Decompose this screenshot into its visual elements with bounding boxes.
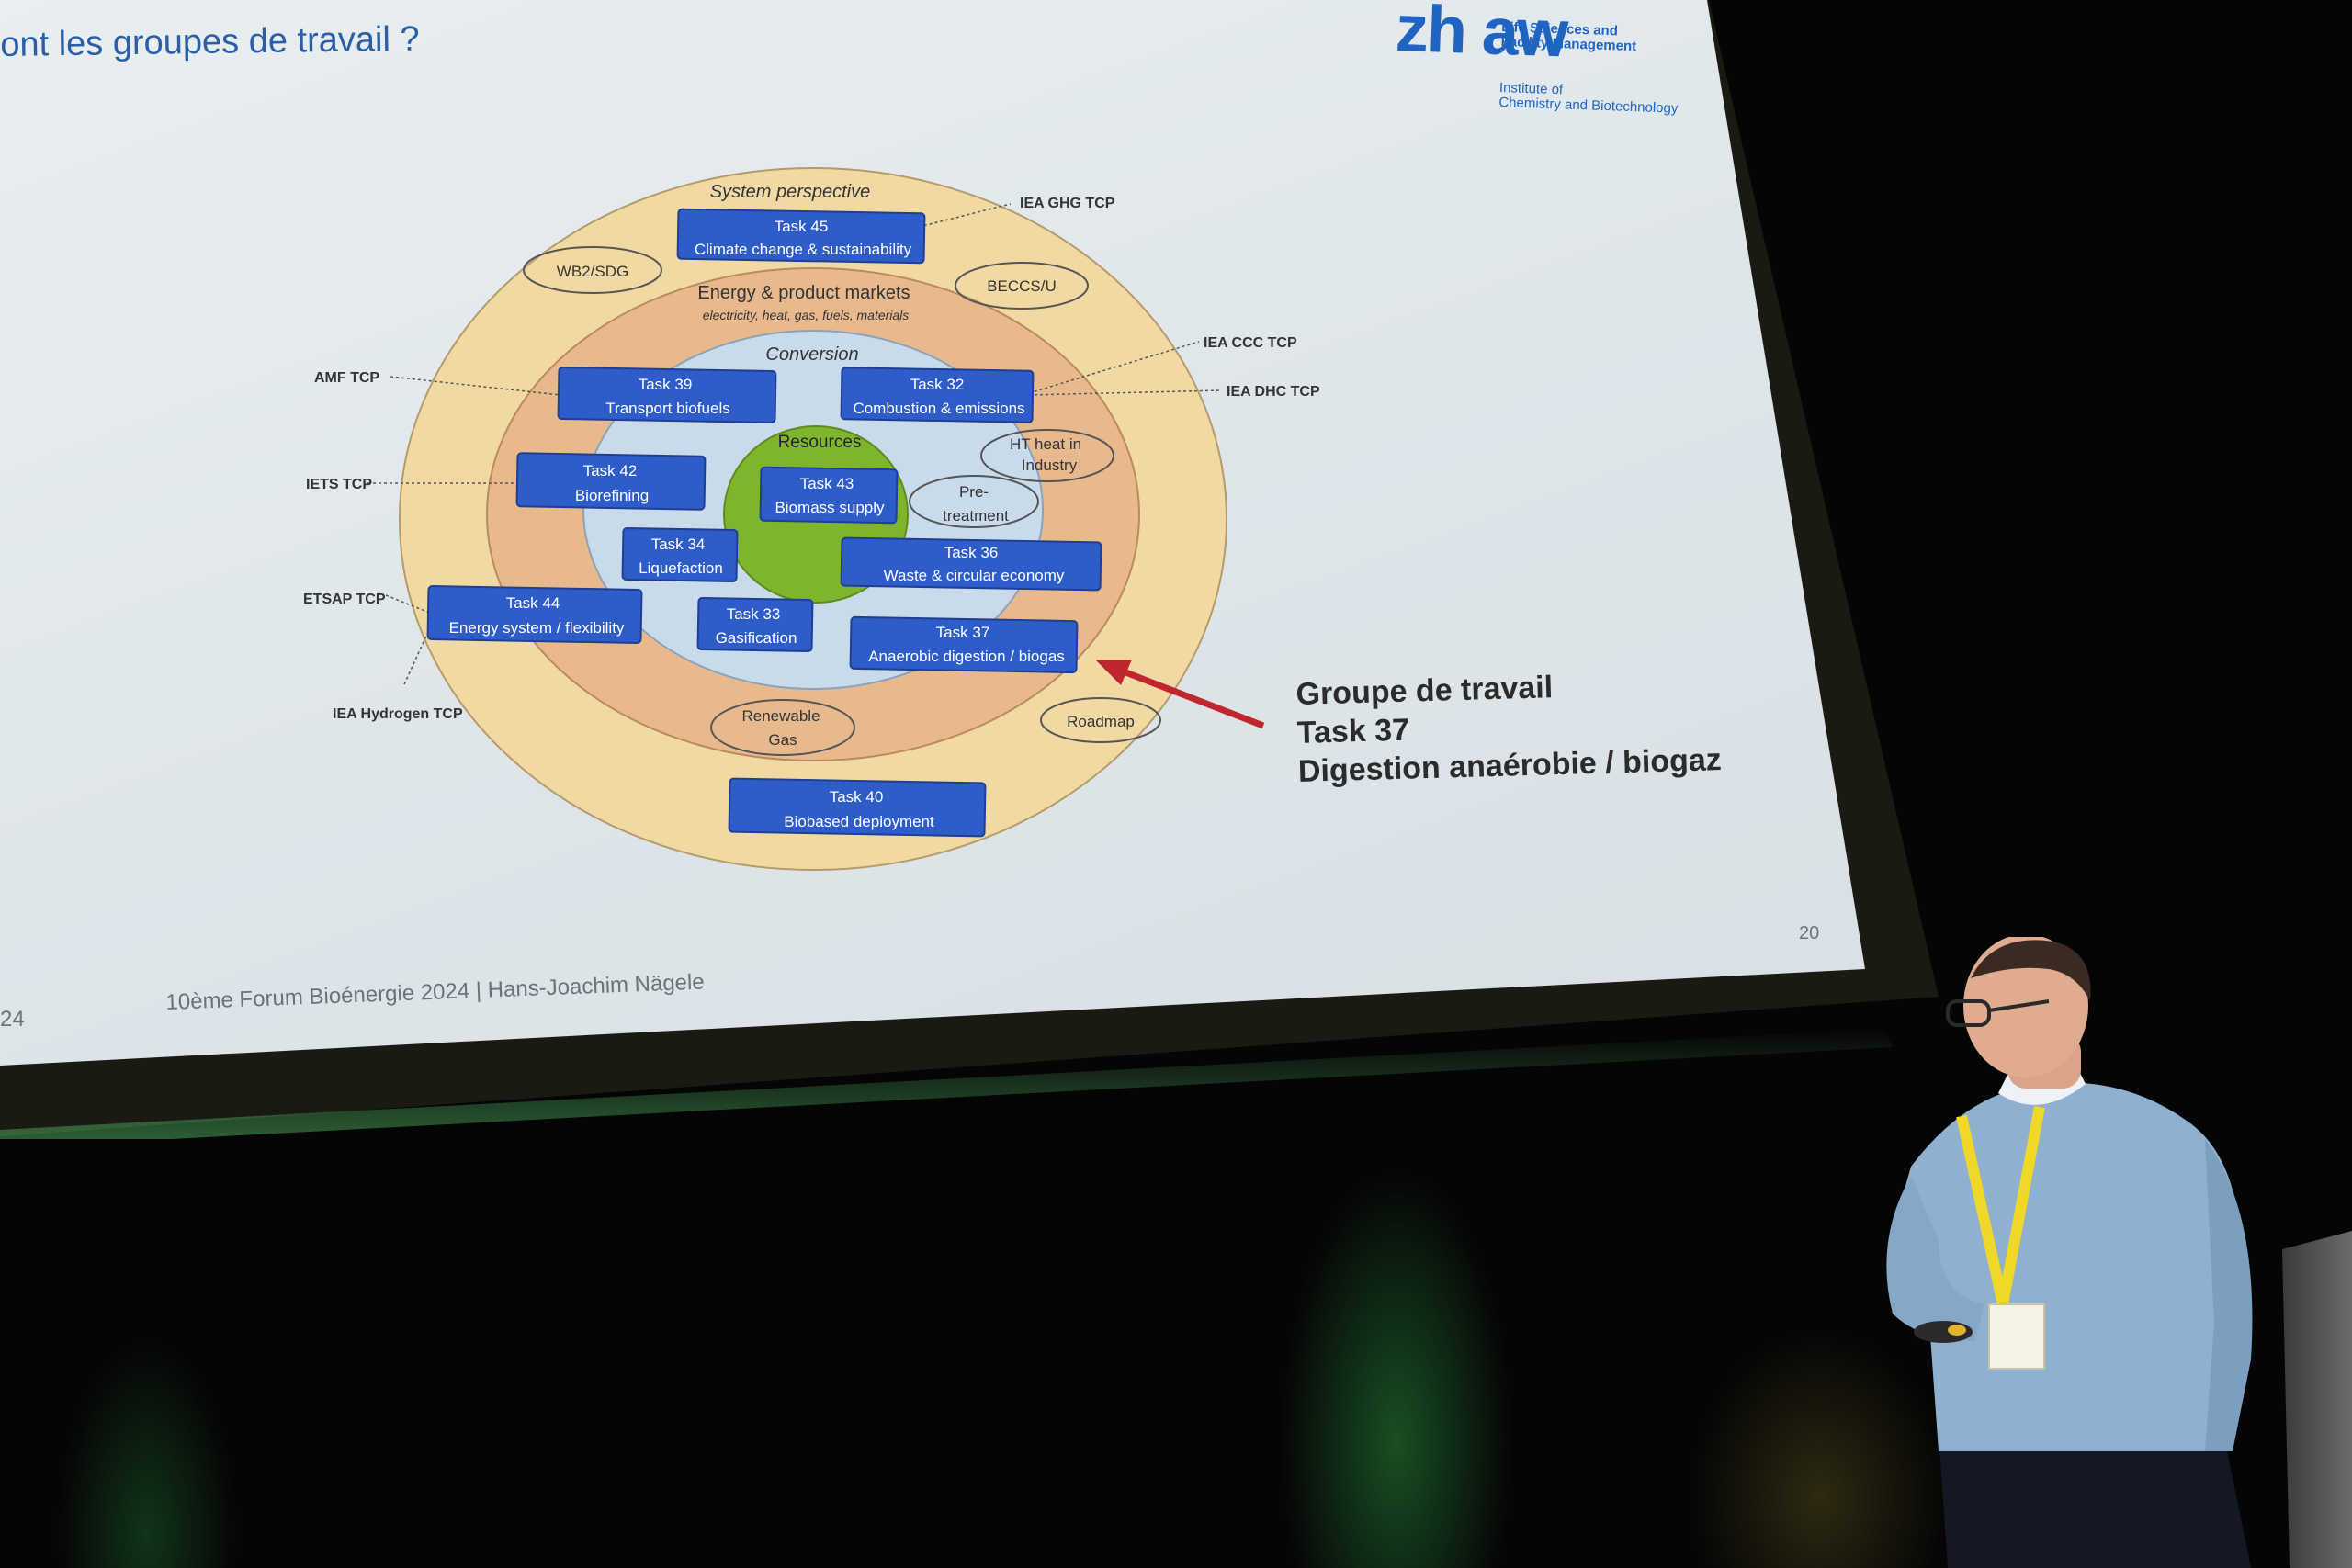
svg-text:Waste & circular economy: Waste & circular economy xyxy=(884,567,1065,584)
svg-text:HT heat in: HT heat in xyxy=(1010,435,1081,453)
label-resources: Resources xyxy=(778,433,862,452)
task-box-45: Task 45 Climate change & sustainability xyxy=(676,208,926,265)
oval-roadmap: Roadmap xyxy=(1040,697,1161,743)
svg-text:Task 43: Task 43 xyxy=(800,475,854,492)
task-box-32: Task 32 Combustion & emissions xyxy=(840,367,1035,423)
task-box-33: Task 33 Gasification xyxy=(696,596,814,653)
svg-text:Task 42: Task 42 xyxy=(583,462,638,479)
task37-callout: Groupe de travail Task 37 Digestion anaé… xyxy=(1295,660,1813,791)
svg-text:Biorefining: Biorefining xyxy=(575,487,649,504)
iea-bioenergy-tasks-diagram: System perspective Energy & product mark… xyxy=(303,167,1320,871)
task-box-34: Task 34 Liquefaction xyxy=(621,526,739,583)
tcp-iea-dhc: IEA DHC TCP xyxy=(1227,384,1320,400)
task-box-42: Task 42 Biorefining xyxy=(515,452,707,511)
tcp-iea-ghg: IEA GHG TCP xyxy=(1020,196,1115,211)
svg-text:Biobased deployment: Biobased deployment xyxy=(784,813,934,830)
oval-renewable-gas: Renewable Gas xyxy=(710,699,855,756)
tcp-connectors xyxy=(368,203,1223,685)
svg-text:Energy system / flexibility: Energy system / flexibility xyxy=(449,619,625,637)
svg-text:WB2/SDG: WB2/SDG xyxy=(557,263,628,280)
task-box-40: Task 40 Biobased deployment xyxy=(728,777,987,838)
svg-text:Task 36: Task 36 xyxy=(944,544,999,561)
tcp-iets: IETS TCP xyxy=(306,477,372,492)
svg-text:Pre-: Pre- xyxy=(959,483,989,501)
svg-text:Renewable: Renewable xyxy=(741,707,820,725)
svg-text:Task 32: Task 32 xyxy=(910,376,965,393)
svg-text:Anaerobic digestion / biogas: Anaerobic digestion / biogas xyxy=(868,648,1065,665)
svg-text:treatment: treatment xyxy=(943,507,1009,525)
svg-text:Combustion & emissions: Combustion & emissions xyxy=(853,400,1024,417)
oval-ht-heat-industry: HT heat in Industry xyxy=(980,429,1114,482)
svg-text:Gas: Gas xyxy=(768,731,797,749)
svg-text:Biomass supply: Biomass supply xyxy=(775,499,885,516)
task-box-37: Task 37 Anaerobic digestion / biogas xyxy=(849,615,1079,674)
tcp-iea-hydrogen: IEA Hydrogen TCP xyxy=(333,706,463,722)
label-energy-product-markets: Energy & product markets xyxy=(697,283,910,303)
podium xyxy=(2282,1231,2352,1568)
svg-text:Gasification: Gasification xyxy=(716,629,797,647)
label-system-perspective: System perspective xyxy=(710,182,871,202)
label-markets-sub: electricity, heat, gas, fuels, materials xyxy=(703,308,910,322)
svg-text:Task 39: Task 39 xyxy=(639,376,693,393)
task-box-44: Task 44 Energy system / flexibility xyxy=(426,585,643,644)
slide-number: 20 xyxy=(1799,923,1820,943)
task-box-36: Task 36 Waste & circular economy xyxy=(840,536,1102,592)
pointer-arrow xyxy=(1095,660,1265,729)
slide-footer-fragment: 24 xyxy=(0,1007,25,1032)
presentation-slide: ont les groupes de travail ? zh aw Life … xyxy=(0,0,1865,1066)
svg-text:Task 44: Task 44 xyxy=(506,594,560,612)
svg-text:Task 45: Task 45 xyxy=(775,218,829,235)
tcp-iea-ccc: IEA CCC TCP xyxy=(1204,335,1297,351)
svg-text:BECCS/U: BECCS/U xyxy=(987,277,1057,295)
tcp-amf: AMF TCP xyxy=(314,370,379,386)
svg-text:Task 40: Task 40 xyxy=(830,788,884,806)
svg-text:Task 34: Task 34 xyxy=(651,536,706,553)
oval-wb2-sdg: WB2/SDG xyxy=(523,246,662,294)
oval-beccs-u: BECCS/U xyxy=(955,262,1089,310)
tcp-etsap: ETSAP TCP xyxy=(303,592,386,607)
svg-text:Roadmap: Roadmap xyxy=(1067,713,1135,730)
task-box-43: Task 43 Biomass supply xyxy=(759,466,899,525)
svg-text:Climate change & sustainabilit: Climate change & sustainability xyxy=(695,241,912,258)
svg-text:Transport biofuels: Transport biofuels xyxy=(605,400,729,417)
task-box-39: Task 39 Transport biofuels xyxy=(557,367,777,423)
svg-text:Task 37: Task 37 xyxy=(936,624,990,641)
oval-pre-treatment: Pre- treatment xyxy=(909,475,1039,528)
svg-text:Liquefaction: Liquefaction xyxy=(639,559,723,577)
svg-text:Industry: Industry xyxy=(1022,457,1078,474)
speaker-figure xyxy=(1886,937,2253,1568)
label-conversion: Conversion xyxy=(765,344,858,365)
svg-text:Task 33: Task 33 xyxy=(727,605,781,623)
